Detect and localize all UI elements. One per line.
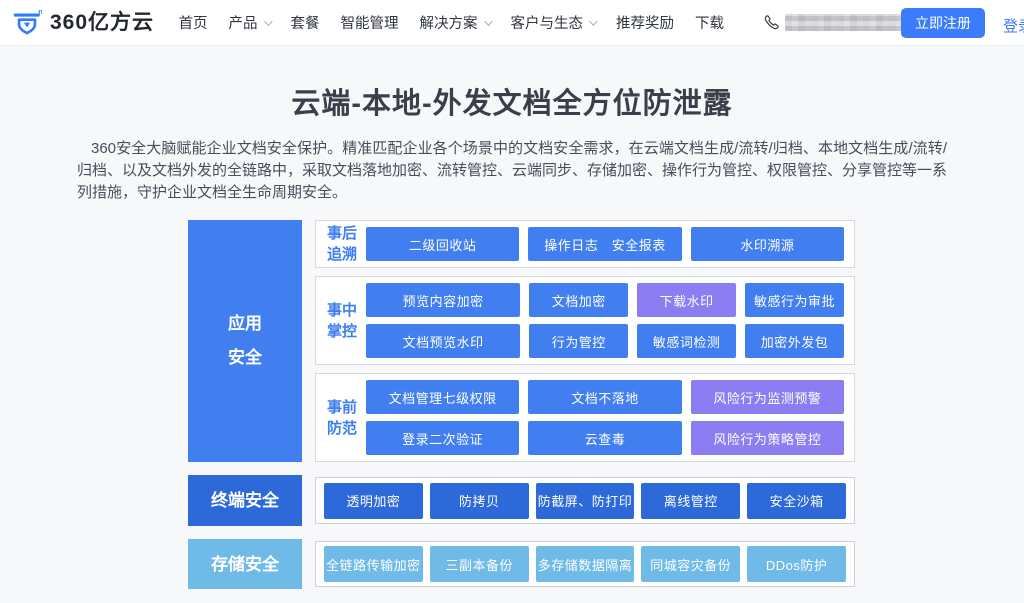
feature-chip: 三副本备份 [429, 546, 529, 582]
nav-item-products[interactable]: 产品 [218, 12, 280, 33]
feature-chip: 多存储数据隔离 [535, 546, 635, 582]
feature-chip: 全链路传输加密 [324, 546, 423, 582]
page-title: 云端-本地-外发文档全方位防泄露 [291, 88, 733, 120]
feature-chip: 同城容灾备份 [641, 546, 741, 582]
chevron-down-icon [483, 16, 493, 26]
phone-number-redacted [785, 14, 917, 31]
terminal-security-section: 终端安全 透明加密 防拷贝 防截屏、防打印 离线管控 安全沙箱 [188, 475, 855, 526]
nav-item-smart-management[interactable]: 智能管理 [340, 16, 399, 32]
terminal-security-label: 终端安全 [188, 475, 302, 526]
app-security-section: 应用 安全 事后 追溯 二级回收站 操作日志 安全报表 水印溯源 事中 掌控 预… [188, 220, 855, 462]
logo[interactable]: n 360亿方云 [12, 8, 154, 38]
login-link[interactable]: 登录 [1003, 18, 1024, 35]
contact-phone [763, 14, 917, 31]
feature-chip: 水印溯源 [690, 227, 844, 261]
feature-chip: 敏感行为审批 [745, 283, 845, 317]
security-diagram: 应用 安全 事后 追溯 二级回收站 操作日志 安全报表 水印溯源 事中 掌控 预… [188, 220, 855, 589]
feature-chip: 风险行为监测预警 [690, 380, 844, 414]
feature-chip: 下载水印 [637, 283, 737, 317]
nav-item-referral-rewards[interactable]: 推荐奖励 [616, 16, 675, 32]
register-button[interactable]: 立即注册 [901, 8, 985, 38]
chevron-down-icon [589, 16, 598, 26]
feature-chip: 安全沙箱 [747, 482, 846, 519]
feature-chip: 文档加密 [529, 283, 629, 317]
nav-item-download[interactable]: 下载 [695, 16, 725, 32]
nav-item-solutions[interactable]: 解决方案 [409, 12, 500, 33]
main-nav: 首页 产品 套餐 智能管理 解决方案 客户与生态 推荐奖励 下载 [168, 12, 735, 33]
storage-security-label: 存储安全 [188, 539, 302, 589]
chevron-down-icon [263, 16, 273, 26]
top-navigation-bar: n 360亿方云 首页 产品 套餐 智能管理 解决方案 客户与生态 推荐奖励 [0, 0, 1024, 46]
nav-item-customers-ecosystem[interactable]: 客户与生态 [500, 12, 606, 33]
feature-chip: 文档管理七级权限 [366, 380, 520, 414]
feature-chip: 云查毒 [528, 421, 682, 455]
phone-icon [763, 14, 785, 31]
storage-security-section: 存储安全 全链路传输加密 三副本备份 多存储数据隔离 同城容灾备份 DDos防护 [188, 539, 855, 589]
app-security-label: 应用 安全 [188, 220, 302, 462]
feature-chip: 防拷贝 [429, 482, 529, 519]
nav-item-plans[interactable]: 套餐 [290, 16, 320, 32]
phase-prevention: 事前 防范 文档管理七级权限 文档不落地 风险行为监测预警 登录二次验证 云查毒… [315, 373, 855, 462]
app-security-phases: 事后 追溯 二级回收站 操作日志 安全报表 水印溯源 事中 掌控 预览内容加密 … [315, 220, 855, 462]
phase-in-process-control: 事中 掌控 预览内容加密 文档加密 下载水印 敏感行为审批 文档预览水印 行为管… [315, 276, 855, 365]
svg-text:n: n [38, 8, 42, 16]
feature-chip: 登录二次验证 [366, 421, 520, 455]
nav-item-home[interactable]: 首页 [178, 16, 208, 32]
feature-chip: 行为管控 [529, 324, 629, 358]
storage-security-features: 全链路传输加密 三副本备份 多存储数据隔离 同城容灾备份 DDos防护 [315, 541, 855, 587]
feature-chip: 风险行为策略管控 [690, 421, 844, 455]
feature-chip: 离线管控 [641, 482, 741, 519]
phase-after-tracing: 事后 追溯 二级回收站 操作日志 安全报表 水印溯源 [315, 220, 855, 268]
feature-chip: 透明加密 [324, 482, 423, 519]
feature-chip: 操作日志 安全报表 [528, 227, 682, 261]
feature-chip: 防截屏、防打印 [535, 482, 635, 519]
page-description: 360安全大脑赋能企业文档安全保护。精准匹配企业各个场景中的文档安全需求，在云端… [77, 140, 948, 201]
feature-chip: 二级回收站 [366, 227, 520, 261]
feature-chip: 文档预览水印 [366, 324, 521, 358]
feature-chip: 文档不落地 [528, 380, 682, 414]
logo-icon: n [12, 8, 42, 38]
logo-text: 360亿方云 [50, 11, 155, 34]
terminal-security-features: 透明加密 防拷贝 防截屏、防打印 离线管控 安全沙箱 [315, 477, 855, 524]
feature-chip: DDos防护 [747, 546, 846, 582]
feature-chip: 预览内容加密 [366, 283, 521, 317]
feature-chip: 加密外发包 [745, 324, 845, 358]
feature-chip: 敏感词检测 [637, 324, 737, 358]
